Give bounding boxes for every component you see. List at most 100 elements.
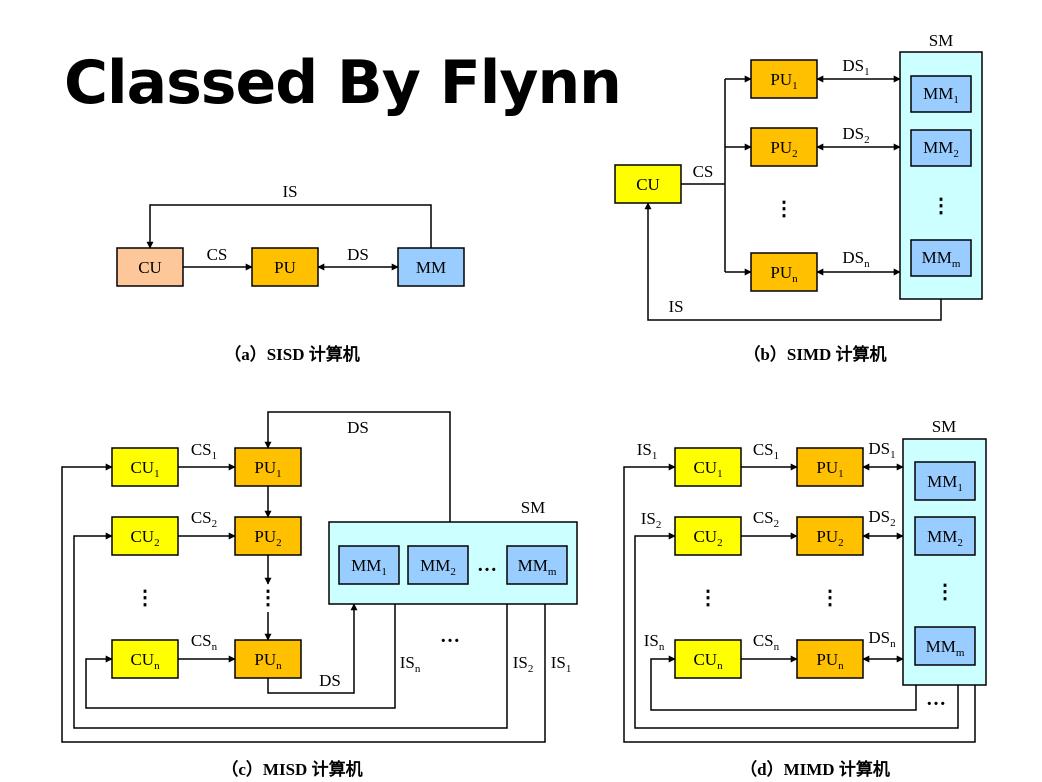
- misd-pu-vdots: ⋮: [258, 587, 278, 609]
- sisd-mm-box: [397, 247, 465, 287]
- misd-diagram: SM MM1 MM2 … MMm CU1 CU2 ⋮ CUn PU1 PU2 P…: [61, 411, 578, 779]
- misd-cs1-label: CS1: [191, 440, 217, 462]
- mimd-mm-vdots: ⋮: [935, 581, 955, 603]
- misd-is2-label: IS2: [513, 653, 534, 675]
- sisd-diagram: CU PU MM CS DS IS （a）SISD 计算机: [116, 182, 465, 364]
- mimd-diagram: SM MM1 MM2 ⋮ MMm CU1 CU2 ⋮ CUn PU1 PU2 ⋮…: [623, 417, 987, 779]
- simd-ds1-label: DS1: [842, 56, 869, 78]
- mimd-pu2-label: PU2: [816, 527, 843, 549]
- simd-cu-label: CU: [636, 175, 660, 194]
- sisd-pu-label: PU: [274, 258, 296, 277]
- mimd-mm2-box: [914, 516, 976, 556]
- misd-mm1-box: [338, 545, 400, 585]
- sisd-is-label: IS: [282, 182, 297, 201]
- sisd-is-arrow: [146, 204, 432, 249]
- mimd-mm2-label: MM2: [927, 527, 963, 549]
- mimd-pun-label: PUn: [816, 650, 844, 672]
- sisd-mm-label: MM: [416, 258, 446, 277]
- mimd-pu-vdots: ⋮: [820, 587, 840, 609]
- misd-mmm-label: MMm: [518, 556, 557, 578]
- misd-ds-top-label: DS: [347, 418, 369, 437]
- caption-b: （b）SIMD 计算机: [743, 344, 886, 364]
- misd-ds-top-arrow: [264, 411, 451, 522]
- mimd-is1-arrow: [623, 463, 976, 743]
- mimd-mm1-label: MM1: [927, 472, 963, 494]
- caption-a: （a）SISD 计算机: [224, 344, 360, 364]
- misd-cu2-box: [111, 516, 179, 556]
- simd-cs-label: CS: [693, 162, 714, 181]
- misd-is1-label: IS1: [551, 653, 572, 675]
- simd-is-label: IS: [668, 297, 683, 316]
- mimd-sm-label: SM: [932, 417, 957, 436]
- mimd-cu2-box: [674, 516, 742, 556]
- misd-pu2-box: [234, 516, 302, 556]
- misd-pun-label: PUn: [254, 650, 282, 672]
- simd-pu2-label: PU2: [770, 138, 797, 160]
- misd-is2-arrow: [73, 532, 508, 729]
- misd-mm2-box: [407, 545, 469, 585]
- misd-pu1-label: PU1: [254, 458, 281, 480]
- misd-isn-label: ISn: [400, 653, 421, 675]
- caption-c: （c）MISD 计算机: [221, 759, 362, 779]
- misd-cun-box: [111, 639, 179, 679]
- simd-mm1-label: MM1: [923, 84, 959, 106]
- mimd-isn-arrow: [650, 655, 917, 711]
- sisd-cu-label: CU: [138, 258, 162, 277]
- simd-pu-vdots: ⋮: [774, 198, 794, 220]
- misd-mm-ellipsis: …: [477, 554, 497, 576]
- page-title: Classed By Flynn: [64, 48, 622, 118]
- mimd-is1-label: IS1: [637, 440, 658, 462]
- mimd-cs1-label: CS1: [753, 440, 779, 462]
- mimd-is-ellipsis: …: [926, 688, 946, 710]
- mimd-is2-label: IS2: [641, 509, 662, 531]
- caption-d: （d）MIMD 计算机: [740, 759, 890, 779]
- mimd-isn-label: ISn: [644, 631, 665, 653]
- sisd-cs-label: CS: [207, 245, 228, 264]
- misd-ds-bottom-arrow: [267, 603, 358, 694]
- mimd-pu1-box: [796, 447, 864, 487]
- sisd-ds-label: DS: [347, 245, 369, 264]
- simd-diagram: SM CU PU1 PU2 PUn ⋮ MM1 MM2 MMm ⋮ CS DS1…: [614, 31, 983, 364]
- mimd-ds2-label: DS2: [868, 507, 895, 529]
- misd-is-ellipsis: …: [440, 625, 460, 647]
- misd-sm-label: SM: [521, 498, 546, 517]
- misd-cu1-label: CU1: [130, 458, 159, 480]
- simd-mm2-box: [910, 129, 972, 167]
- mimd-mm1-box: [914, 461, 976, 501]
- mimd-pu2-box: [796, 516, 864, 556]
- mimd-cun-label: CUn: [693, 650, 723, 672]
- simd-mm-vdots: ⋮: [931, 195, 951, 217]
- simd-mm2-label: MM2: [923, 138, 959, 160]
- mimd-csn-label: CSn: [753, 631, 780, 653]
- simd-pun-label: PUn: [770, 263, 798, 285]
- mimd-is2-arrow: [634, 532, 959, 729]
- misd-cun-label: CUn: [130, 650, 160, 672]
- simd-pu1-label: PU1: [770, 70, 797, 92]
- misd-cu-vdots: ⋮: [135, 587, 155, 609]
- misd-isn-arrow: [85, 604, 396, 709]
- misd-is1-arrow: [61, 463, 546, 743]
- misd-cs2-label: CS2: [191, 508, 217, 530]
- simd-mm1-box: [910, 75, 972, 113]
- mimd-mmm-label: MMm: [926, 637, 965, 659]
- mimd-ds1-label: DS1: [868, 439, 895, 461]
- misd-ds-bottom-label: DS: [319, 671, 341, 690]
- misd-mm2-label: MM2: [420, 556, 456, 578]
- misd-cu2-label: CU2: [130, 527, 159, 549]
- misd-mm1-label: MM1: [351, 556, 387, 578]
- simd-mmm-label: MMm: [922, 248, 961, 270]
- sisd-cu-box: [116, 247, 184, 287]
- misd-mmm-box: [506, 545, 568, 585]
- mimd-cs2-label: CS2: [753, 508, 779, 530]
- mimd-pu1-label: PU1: [816, 458, 843, 480]
- mimd-cu1-label: CU1: [693, 458, 722, 480]
- simd-is-arrow: [644, 202, 942, 321]
- misd-csn-label: CSn: [191, 631, 218, 653]
- simd-ds2-label: DS2: [842, 124, 869, 146]
- mimd-dsn-label: DSn: [868, 628, 896, 650]
- simd-dsn-label: DSn: [842, 248, 870, 270]
- simd-sm-label: SM: [929, 31, 954, 50]
- misd-pu2-label: PU2: [254, 527, 281, 549]
- sisd-pu-box: [251, 247, 319, 287]
- simd-mmm-box: [910, 239, 972, 277]
